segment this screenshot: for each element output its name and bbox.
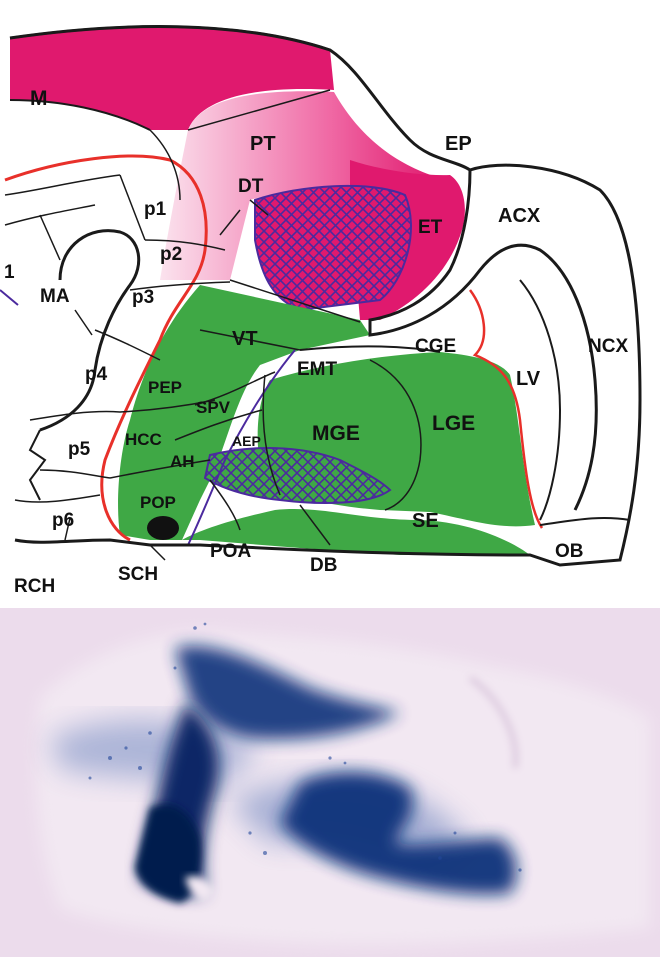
- label-p5: p5: [68, 439, 91, 460]
- in-situ-stain-photo: [0, 608, 660, 957]
- label-M: M: [30, 87, 48, 110]
- label-AEP: AEP: [232, 433, 261, 449]
- label-PT: PT: [250, 133, 276, 155]
- pop-dot: [147, 516, 179, 540]
- label-EMT: EMT: [297, 359, 338, 380]
- label-EP: EP: [445, 133, 472, 155]
- label-LV: LV: [516, 368, 541, 390]
- label-MGE: MGE: [312, 422, 360, 445]
- label-p3: p3: [132, 287, 154, 308]
- label-p1: p1: [144, 199, 167, 220]
- label-RCH: RCH: [14, 576, 55, 597]
- label-MA: MA: [40, 286, 70, 307]
- label-DT: DT: [238, 176, 264, 197]
- label-p2: p2: [160, 244, 182, 265]
- label-ACX: ACX: [498, 205, 541, 227]
- label-VT: VT: [232, 328, 258, 350]
- label-p4: p4: [85, 364, 108, 385]
- label-POA: POA: [210, 541, 251, 562]
- label-NCX: NCX: [588, 336, 628, 357]
- label-SPV: SPV: [196, 398, 231, 417]
- label-DB: DB: [310, 555, 337, 576]
- label-PEP: PEP: [148, 378, 182, 397]
- label-SE: SE: [412, 510, 439, 532]
- label-LGE: LGE: [432, 412, 475, 435]
- label-HCC: HCC: [125, 430, 162, 449]
- label-CGE: CGE: [415, 336, 456, 357]
- label-POP: POP: [140, 493, 176, 512]
- label-ET: ET: [418, 217, 443, 238]
- label-p6: p6: [52, 510, 74, 531]
- brain-region-diagram: M PT EP DT ET ACX p1 p2 p3 1 MA VT CGE N…: [0, 0, 660, 600]
- label-OB: OB: [555, 541, 584, 562]
- label-edge-partial: 1: [4, 262, 15, 283]
- label-SCH: SCH: [118, 564, 158, 585]
- label-AH: AH: [170, 452, 195, 471]
